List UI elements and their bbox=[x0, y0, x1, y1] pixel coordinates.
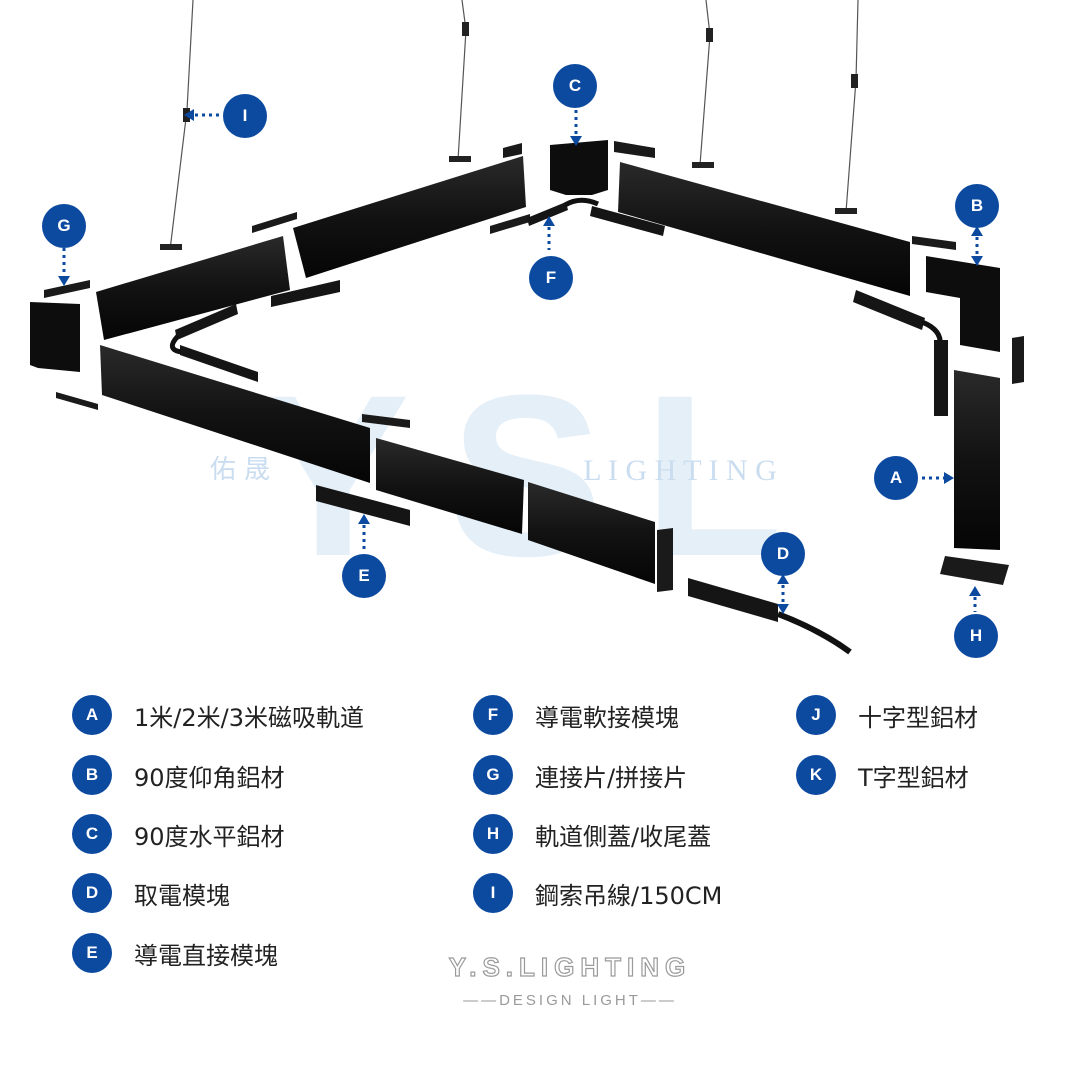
legend-label: 1米/2米/3米磁吸軌道 bbox=[134, 703, 364, 732]
legend-item-k: K T字型鋁材 bbox=[796, 755, 969, 795]
legend-badge: E bbox=[72, 933, 112, 973]
legend-label: 導電軟接模塊 bbox=[535, 703, 679, 732]
direct-connector-module bbox=[316, 485, 410, 526]
legend-item-e: E 導電直接模塊 bbox=[72, 933, 278, 973]
legend-badge: G bbox=[473, 755, 513, 795]
flex-connectors bbox=[169, 197, 948, 416]
callout-badge-a: A bbox=[874, 456, 918, 500]
power-cable bbox=[776, 611, 852, 655]
legend-label: T字型鋁材 bbox=[858, 763, 969, 792]
callout-badge-g: G bbox=[42, 204, 86, 248]
track-system-diagram: YSL 佑 晟 L I G H T I N G bbox=[30, 0, 1024, 655]
legend-badge: K bbox=[796, 755, 836, 795]
wire-4 bbox=[845, 0, 859, 213]
corner-horizontal-90 bbox=[550, 140, 608, 195]
legend-label: 導電直接模塊 bbox=[134, 941, 278, 970]
wire-1 bbox=[169, 0, 194, 251]
watermark: YSL 佑 晟 L I G H T I N G bbox=[210, 347, 823, 604]
callout-arrows bbox=[62, 110, 979, 612]
legend-badge: H bbox=[473, 814, 513, 854]
legend-item-g: G 連接片/拼接片 bbox=[473, 755, 687, 795]
legend-label: 十字型鋁材 bbox=[858, 703, 978, 732]
callout-badge-d: D bbox=[761, 532, 805, 576]
watermark-en: L I G H T I N G bbox=[583, 454, 777, 487]
callout-badge-e: E bbox=[342, 554, 386, 598]
legend-item-i: I 鋼索吊線/150CM bbox=[473, 873, 722, 913]
legend-item-h: H 軌道側蓋/收尾蓋 bbox=[473, 814, 711, 854]
callout-badge-i: I bbox=[223, 94, 267, 138]
track-right-vertical bbox=[954, 370, 1000, 550]
arrow-heads bbox=[58, 109, 983, 614]
brand-tagline: ——DESIGN LIGHT—— bbox=[463, 992, 677, 1009]
legend-item-f: F 導電軟接模塊 bbox=[473, 695, 679, 735]
legend-badge: C bbox=[72, 814, 112, 854]
legend-badge: F bbox=[473, 695, 513, 735]
track-back-left-a bbox=[96, 236, 290, 340]
end-block-left bbox=[30, 302, 80, 372]
legend-label: 軌道側蓋/收尾蓋 bbox=[535, 822, 712, 851]
track-front-mid bbox=[376, 438, 524, 534]
callout-badge-c: C bbox=[553, 64, 597, 108]
legend-label: 鋼索吊線/150CM bbox=[535, 881, 723, 910]
track-front-right bbox=[528, 482, 655, 584]
power-feed-module bbox=[688, 578, 778, 622]
callout-badge-f: F bbox=[529, 256, 573, 300]
corner-elevation-90 bbox=[926, 256, 1000, 352]
legend-item-d: D 取電模塊 bbox=[72, 873, 230, 913]
legend-label: 取電模塊 bbox=[134, 881, 230, 910]
track-back-right bbox=[618, 162, 910, 296]
legend-badge: D bbox=[72, 873, 112, 913]
legend-label: 90度仰角鋁材 bbox=[134, 763, 285, 792]
brand-name: Y.S.LIGHTING bbox=[448, 951, 692, 982]
legend-item-c: C 90度水平鋁材 bbox=[72, 814, 285, 854]
legend-item-b: B 90度仰角鋁材 bbox=[72, 755, 285, 795]
legend-badge: B bbox=[72, 755, 112, 795]
legend-badge: A bbox=[72, 695, 112, 735]
wire-3 bbox=[699, 0, 711, 166]
legend-label: 連接片/拼接片 bbox=[535, 763, 688, 792]
callout-badge-b: B bbox=[955, 184, 999, 228]
connector-plates bbox=[44, 141, 1024, 592]
legend-badge: I bbox=[473, 873, 513, 913]
track-back-left-b bbox=[293, 156, 526, 278]
watermark-cn: 佑 晟 bbox=[210, 455, 270, 485]
legend-badge: J bbox=[796, 695, 836, 735]
watermark-logo: YSL bbox=[256, 347, 823, 604]
legend-item-j: J 十字型鋁材 bbox=[796, 695, 978, 735]
legend-item-a: A 1米/2米/3米磁吸軌道 bbox=[72, 695, 364, 735]
legend-label: 90度水平鋁材 bbox=[134, 822, 285, 851]
track-front-left bbox=[100, 345, 370, 483]
callout-badge-h: H bbox=[954, 614, 998, 658]
